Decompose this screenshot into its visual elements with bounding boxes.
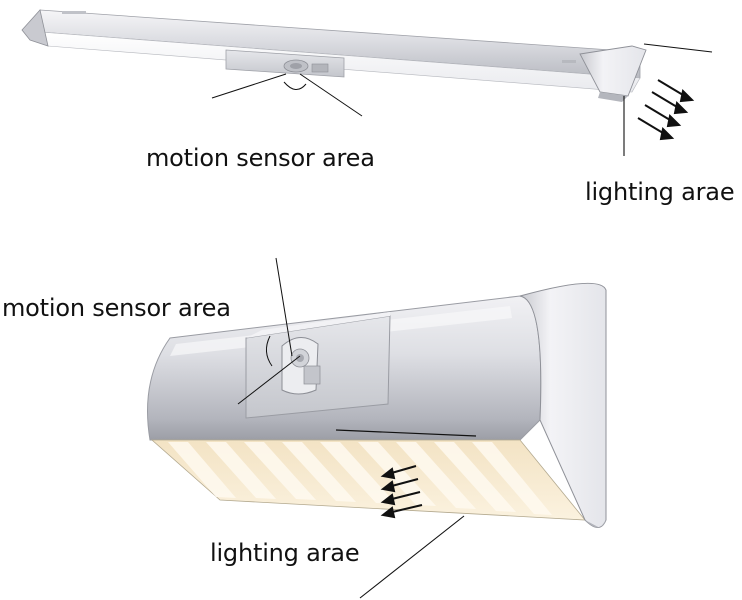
top-sensor-angle-lines bbox=[211, 73, 363, 117]
led-stripes bbox=[168, 442, 552, 515]
bottom-sensor-angle-lines bbox=[237, 257, 301, 405]
bottom-lighting-callout bbox=[359, 515, 465, 599]
bottom-motion-sensor-label: motion sensor area bbox=[2, 294, 231, 322]
bottom-light-closeup bbox=[147, 282, 607, 528]
top-lighting-area-label: lighting arae bbox=[585, 178, 735, 206]
bottom-light-arrows bbox=[380, 465, 423, 519]
top-motion-sensor-label: motion sensor area bbox=[146, 144, 375, 172]
top-light-arrows bbox=[637, 79, 695, 141]
bottom-lighting-area-label: lighting arae bbox=[210, 539, 360, 567]
top-light-bar bbox=[21, 9, 647, 102]
top-lighting-callout bbox=[623, 43, 713, 156]
